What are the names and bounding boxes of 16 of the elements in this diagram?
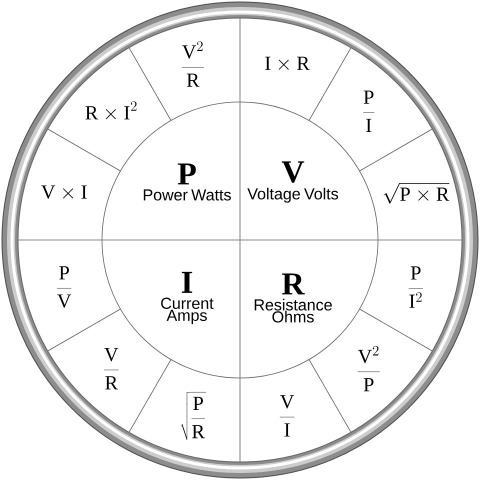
formula: $\frac{\mathrm{V}}{\mathrm{I}}$ (280, 395, 294, 436)
quadrant-label: R Resistance Ohms (254, 273, 332, 323)
formula: $\mathrm{R\times I}^{2}$ (85, 101, 137, 120)
formula: $\sqrt{\mathrm{P\times R}}$ (384, 182, 450, 204)
formula: $\frac{\mathrm{V}^{2}}{\mathrm{P}}$ (358, 346, 380, 392)
quadrant-label: I Current Amps (161, 272, 214, 324)
formula: $\frac{\mathrm{V}^{2}}{\mathrm{R}}$ (182, 41, 204, 87)
formula: $\frac{\mathrm{V}}{\mathrm{R}}$ (104, 348, 119, 390)
formula: $\frac{\mathrm{P}}{\mathrm{V}}$ (56, 266, 72, 308)
formula: $\frac{\mathrm{P}}{\mathrm{I}^{2}}$ (408, 266, 423, 308)
formula: $\mathrm{V\times I}$ (41, 186, 87, 199)
formula: $\sqrt{\frac{\mathrm{P}}{\mathrm{R}}}$ (180, 392, 206, 440)
formula: $\frac{\mathrm{P}}{\mathrm{I}}$ (363, 90, 374, 132)
formula: $\mathrm{I\times R}$ (265, 56, 310, 70)
quadrant-label: V Voltage Volts (247, 161, 338, 203)
quadrant-label: P Power Watts (144, 163, 231, 201)
